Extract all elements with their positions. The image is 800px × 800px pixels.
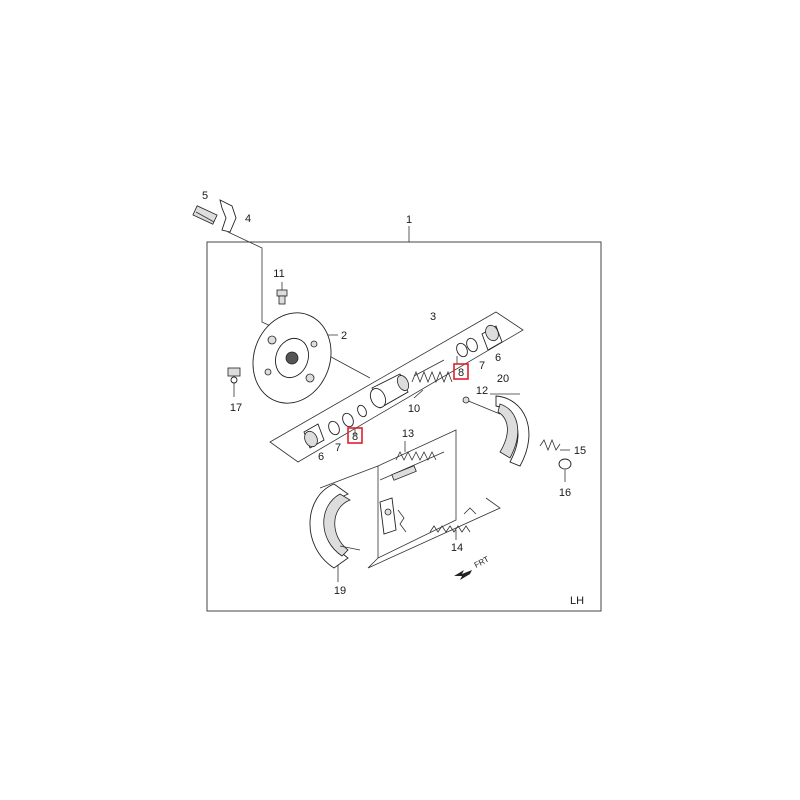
front-direction-arrow: FRT xyxy=(454,555,491,580)
callout-5: 5 xyxy=(202,190,208,202)
spring-15 xyxy=(539,438,561,452)
callout-6-right: 6 xyxy=(495,352,501,364)
callout-1: 1 xyxy=(406,214,412,226)
callout-6-left: 6 xyxy=(318,451,324,463)
callout-15: 15 xyxy=(574,445,586,457)
callout-3: 3 xyxy=(430,311,436,323)
callout-12: 12 xyxy=(476,385,488,397)
cylinder-subframe xyxy=(269,311,524,463)
assembly-frame xyxy=(206,241,602,612)
adjuster-lever xyxy=(379,497,407,535)
callout-8-right-box: 8 xyxy=(453,363,469,380)
wheel-cylinder xyxy=(369,373,410,409)
brake-shoe-right xyxy=(495,395,530,467)
callout-13: 13 xyxy=(402,428,414,440)
callout-8-left: 8 xyxy=(352,431,358,443)
backing-plate xyxy=(252,312,332,404)
callout-19: 19 xyxy=(334,585,346,597)
callout-8-right: 8 xyxy=(458,367,464,379)
callout-8-left-box: 8 xyxy=(347,427,363,444)
bolt-11 xyxy=(276,289,288,305)
lower-spring-14 xyxy=(429,507,477,533)
cup-kit-right xyxy=(456,324,503,358)
callout-2: 2 xyxy=(341,330,347,342)
front-direction-label: FRT xyxy=(473,555,491,570)
return-spring-13 xyxy=(379,451,445,481)
callout-11: 11 xyxy=(273,268,284,280)
bleeder-bracket xyxy=(192,199,237,233)
piston-spring xyxy=(411,359,453,384)
side-label: LH xyxy=(570,595,584,607)
callout-7-right: 7 xyxy=(479,360,485,372)
cup-kit-left xyxy=(303,404,367,449)
brake-shoe-left xyxy=(309,483,361,569)
callout-14: 14 xyxy=(451,542,463,554)
part-17 xyxy=(227,367,241,384)
callout-20: 20 xyxy=(497,373,509,385)
spring-subframe xyxy=(377,429,457,559)
callout-7-left: 7 xyxy=(335,442,341,454)
callout-17: 17 xyxy=(230,402,242,414)
part-16 xyxy=(558,458,572,470)
hold-down-pin xyxy=(462,396,501,415)
callout-16: 16 xyxy=(559,487,571,499)
callout-10: 10 xyxy=(408,403,420,415)
callout-4: 4 xyxy=(245,213,251,225)
